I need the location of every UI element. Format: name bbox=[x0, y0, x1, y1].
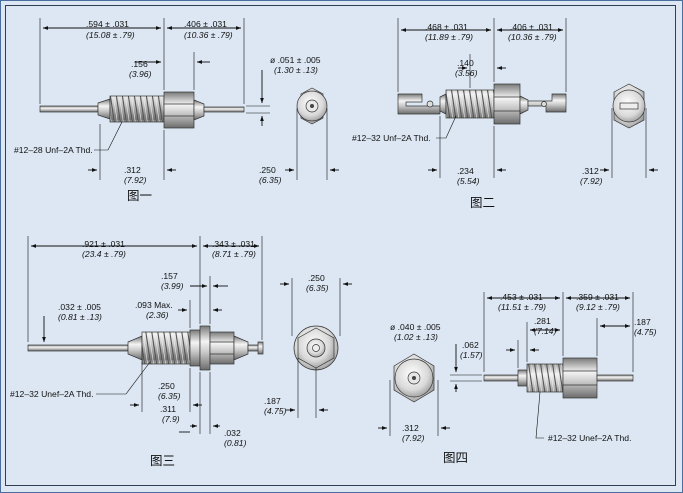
fig1-caption: 图一 bbox=[127, 188, 152, 203]
fig3-body-dim: .311 bbox=[160, 404, 176, 414]
fig3-stud-dim: .157 bbox=[161, 271, 178, 281]
fig4-rightend-dim: .187 bbox=[634, 317, 651, 327]
fig4-thread-dim: .281 bbox=[534, 316, 551, 326]
fig3-end-view bbox=[293, 325, 339, 371]
fig3-right-metric: (8.71 ± .79) bbox=[212, 249, 256, 259]
fig3-thread-label: #12–32 Unef–2A Thd. bbox=[10, 389, 93, 399]
fig4-diameter-metric: (1.02 ± .13) bbox=[394, 332, 438, 342]
fig3-pin-dim: .032 ± .005 bbox=[58, 302, 101, 312]
fig1-end-view bbox=[296, 87, 328, 125]
fig4-left-metric: (11.51 ± .79) bbox=[498, 302, 546, 312]
fig1-right-dim: .406 ± .031 bbox=[184, 19, 227, 29]
fig3-pin-metric: (0.81 ± .13) bbox=[58, 312, 102, 322]
fig1-thread-label: #12–28 Unf–2A Thd. bbox=[14, 145, 93, 155]
fig2-overall-metric: (11.89 ± .79) bbox=[425, 32, 473, 42]
figure-1: .594 ± .031 (15.08 ± .79) .406 ± .031 (1… bbox=[14, 18, 339, 203]
fig4-thread-metric: (7.14) bbox=[534, 326, 557, 336]
fig1-diameter-dim: ø .051 ± .005 bbox=[270, 55, 321, 65]
fig3-hex-dim: .250 bbox=[308, 273, 325, 283]
fig4-rightend-metric: (4.75) bbox=[634, 327, 657, 337]
fig3-overall-dim: .921 ± .031 bbox=[82, 239, 125, 249]
fig4-left-dim: .453 ± .031 bbox=[500, 292, 543, 302]
figure-2: .468 ± .031 (11.89 ± .79) .406 ± .031 (1… bbox=[352, 18, 658, 210]
fig4-diameter-dim: ø .040 ± .005 bbox=[390, 322, 441, 332]
fig3-max-metric: (2.36) bbox=[146, 310, 169, 320]
fig2-right-metric: (10.36 ± .79) bbox=[508, 32, 557, 42]
fig1-thread-metric: (7.92) bbox=[124, 175, 147, 185]
fig2-thread-dim: .234 bbox=[457, 166, 474, 176]
fig1-overall-metric: (15.08 ± .79) bbox=[86, 30, 135, 40]
fig2-thread-metric: (5.54) bbox=[457, 176, 480, 186]
fig1-hex-dim: .250 bbox=[259, 165, 276, 175]
fig4-hex-metric: (7.92) bbox=[402, 433, 425, 443]
fig1-part bbox=[39, 91, 245, 129]
fig3-thread-dim: .250 bbox=[158, 381, 175, 391]
fig3-part bbox=[27, 325, 264, 371]
fig2-part bbox=[397, 83, 567, 125]
fig3-caption: 图三 bbox=[150, 453, 175, 468]
figure-4: .453 ± .031 (11.51 ± .79) .359 ± .031 (9… bbox=[378, 292, 657, 465]
fig3-right-dim: .343 ± .031 bbox=[212, 239, 255, 249]
fig1-diameter-metric: (1.30 ± .13) bbox=[274, 65, 318, 75]
fig3-overall-metric: (23.4 ± .79) bbox=[82, 249, 126, 259]
figure-3: .921 ± .031 (23.4 ± .79) .343 ± .031 (8.… bbox=[10, 236, 352, 468]
fig2-caption: 图二 bbox=[470, 195, 495, 210]
fig4-part bbox=[483, 357, 634, 399]
fig1-thread-dim: .312 bbox=[124, 165, 141, 175]
fig3-flange-metric: (0.81) bbox=[224, 438, 247, 448]
fig4-collar-metric: (1.57) bbox=[460, 350, 483, 360]
fig3-max-dim: .093 Max. bbox=[135, 300, 173, 310]
fig3-hexflat-metric: (4.75) bbox=[264, 406, 287, 416]
fig3-hexflat-dim: .187 bbox=[264, 396, 281, 406]
fig2-overall-dim: .468 ± .031 bbox=[425, 22, 468, 32]
fig3-hex-metric: (6.35) bbox=[306, 283, 329, 293]
fig2-stud-metric: (3.56) bbox=[455, 68, 478, 78]
fig1-stud-dim: .156 bbox=[131, 59, 148, 69]
fig2-stud-dim: .140 bbox=[457, 58, 474, 68]
fig4-right-dim: .359 ± .031 bbox=[576, 292, 619, 302]
fig1-right-metric: (10.36 ± .79) bbox=[184, 30, 233, 40]
fig1-stud-metric: (3.96) bbox=[129, 69, 152, 79]
fig4-collar-dim: .062 bbox=[462, 340, 479, 350]
fig2-hex-metric: (7.92) bbox=[580, 176, 603, 186]
fig4-thread-label: #12–32 Unef–2A Thd. bbox=[548, 433, 631, 443]
fig2-right-dim: .406 ± .031 bbox=[510, 22, 553, 32]
fig3-stud-metric: (3.99) bbox=[161, 281, 184, 291]
fig1-overall-dim: .594 ± .031 bbox=[86, 19, 129, 29]
fig3-flange-dim: .032 bbox=[224, 428, 241, 438]
fig4-hex-dim: .312 bbox=[402, 423, 419, 433]
fig4-caption: 图四 bbox=[443, 450, 468, 465]
fig4-end-view bbox=[393, 353, 435, 403]
fig2-end-view bbox=[612, 83, 646, 129]
fig2-hex-dim: .312 bbox=[582, 166, 599, 176]
fig3-body-metric: (7.9) bbox=[162, 414, 180, 424]
fig4-right-metric: (9.12 ± .79) bbox=[576, 302, 620, 312]
fig2-thread-label: #12–32 Unf–2A Thd. bbox=[352, 133, 431, 143]
fig1-hex-metric: (6.35) bbox=[259, 175, 282, 185]
fig3-thread-metric: (6.35) bbox=[158, 391, 181, 401]
